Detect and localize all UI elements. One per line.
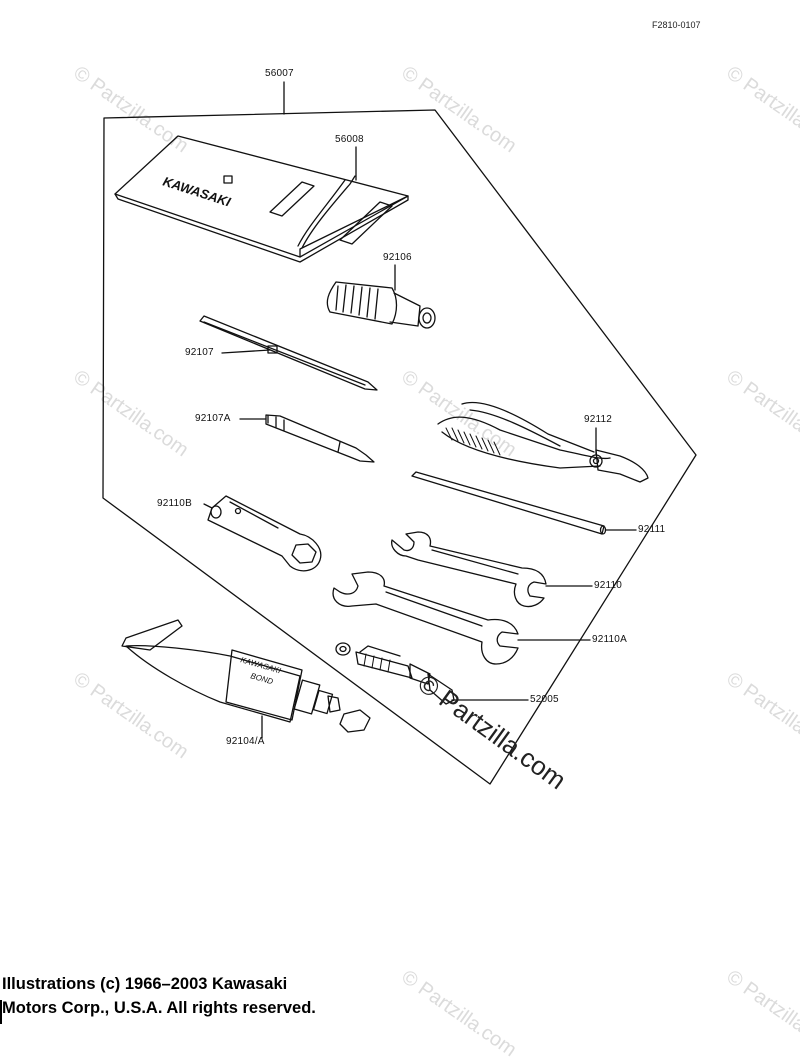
- open-wrench-92110: [391, 531, 593, 608]
- copyright-line-1: Illustrations (c) 1966–2003 Kawasaki: [2, 975, 288, 993]
- callout-92112[interactable]: 92112: [584, 414, 613, 425]
- callout-56008[interactable]: 56008: [335, 134, 364, 145]
- screwdriver-bit-92107: [199, 315, 378, 391]
- kit-outline: [102, 109, 697, 785]
- copyright-notice: Illustrations (c) 1966–2003 Kawasaki Mot…: [2, 972, 522, 1020]
- leader-92110B: [203, 503, 213, 509]
- callout-92107[interactable]: 92107: [185, 347, 214, 358]
- screwdriver-bit-92107A: [239, 414, 375, 463]
- copyright-line-2: Motors Corp., U.S.A. All rights reserved…: [2, 999, 316, 1017]
- bond-tube: [121, 619, 371, 739]
- callout-56007[interactable]: 56007: [265, 68, 294, 79]
- leader-92107: [221, 349, 271, 354]
- open-wrench-92110A: [332, 571, 591, 665]
- callout-92110B[interactable]: 92110B: [157, 498, 192, 509]
- driver-handle: [326, 264, 436, 329]
- callout-92111[interactable]: 92111: [638, 524, 666, 535]
- left-edge-mark: [0, 1000, 2, 1024]
- callout-92106[interactable]: 92106: [383, 252, 412, 263]
- callout-92110A[interactable]: 92110A: [592, 634, 627, 645]
- socket-assembly: [335, 642, 529, 705]
- parts-diagram: © Partzilla.com © Partzilla.com © Partzi…: [0, 20, 800, 1061]
- tube-bond-text: BOND: [249, 671, 274, 686]
- callout-92107A[interactable]: 92107A: [195, 413, 231, 424]
- callout-92110[interactable]: 92110: [594, 580, 623, 591]
- figure-code: F2810-0107: [652, 20, 701, 30]
- tool-bag: [114, 135, 409, 263]
- callout-92104A[interactable]: 92104/A: [226, 736, 265, 747]
- callout-52005[interactable]: 52005: [530, 694, 559, 705]
- diagram-drawing: KAWASAKI KAWASAKI BOND: [102, 81, 697, 785]
- tommy-bar: [411, 471, 637, 535]
- pliers: [437, 401, 649, 483]
- box-wrench: [203, 495, 322, 572]
- bag-logo-text: KAWASAKI: [161, 174, 233, 210]
